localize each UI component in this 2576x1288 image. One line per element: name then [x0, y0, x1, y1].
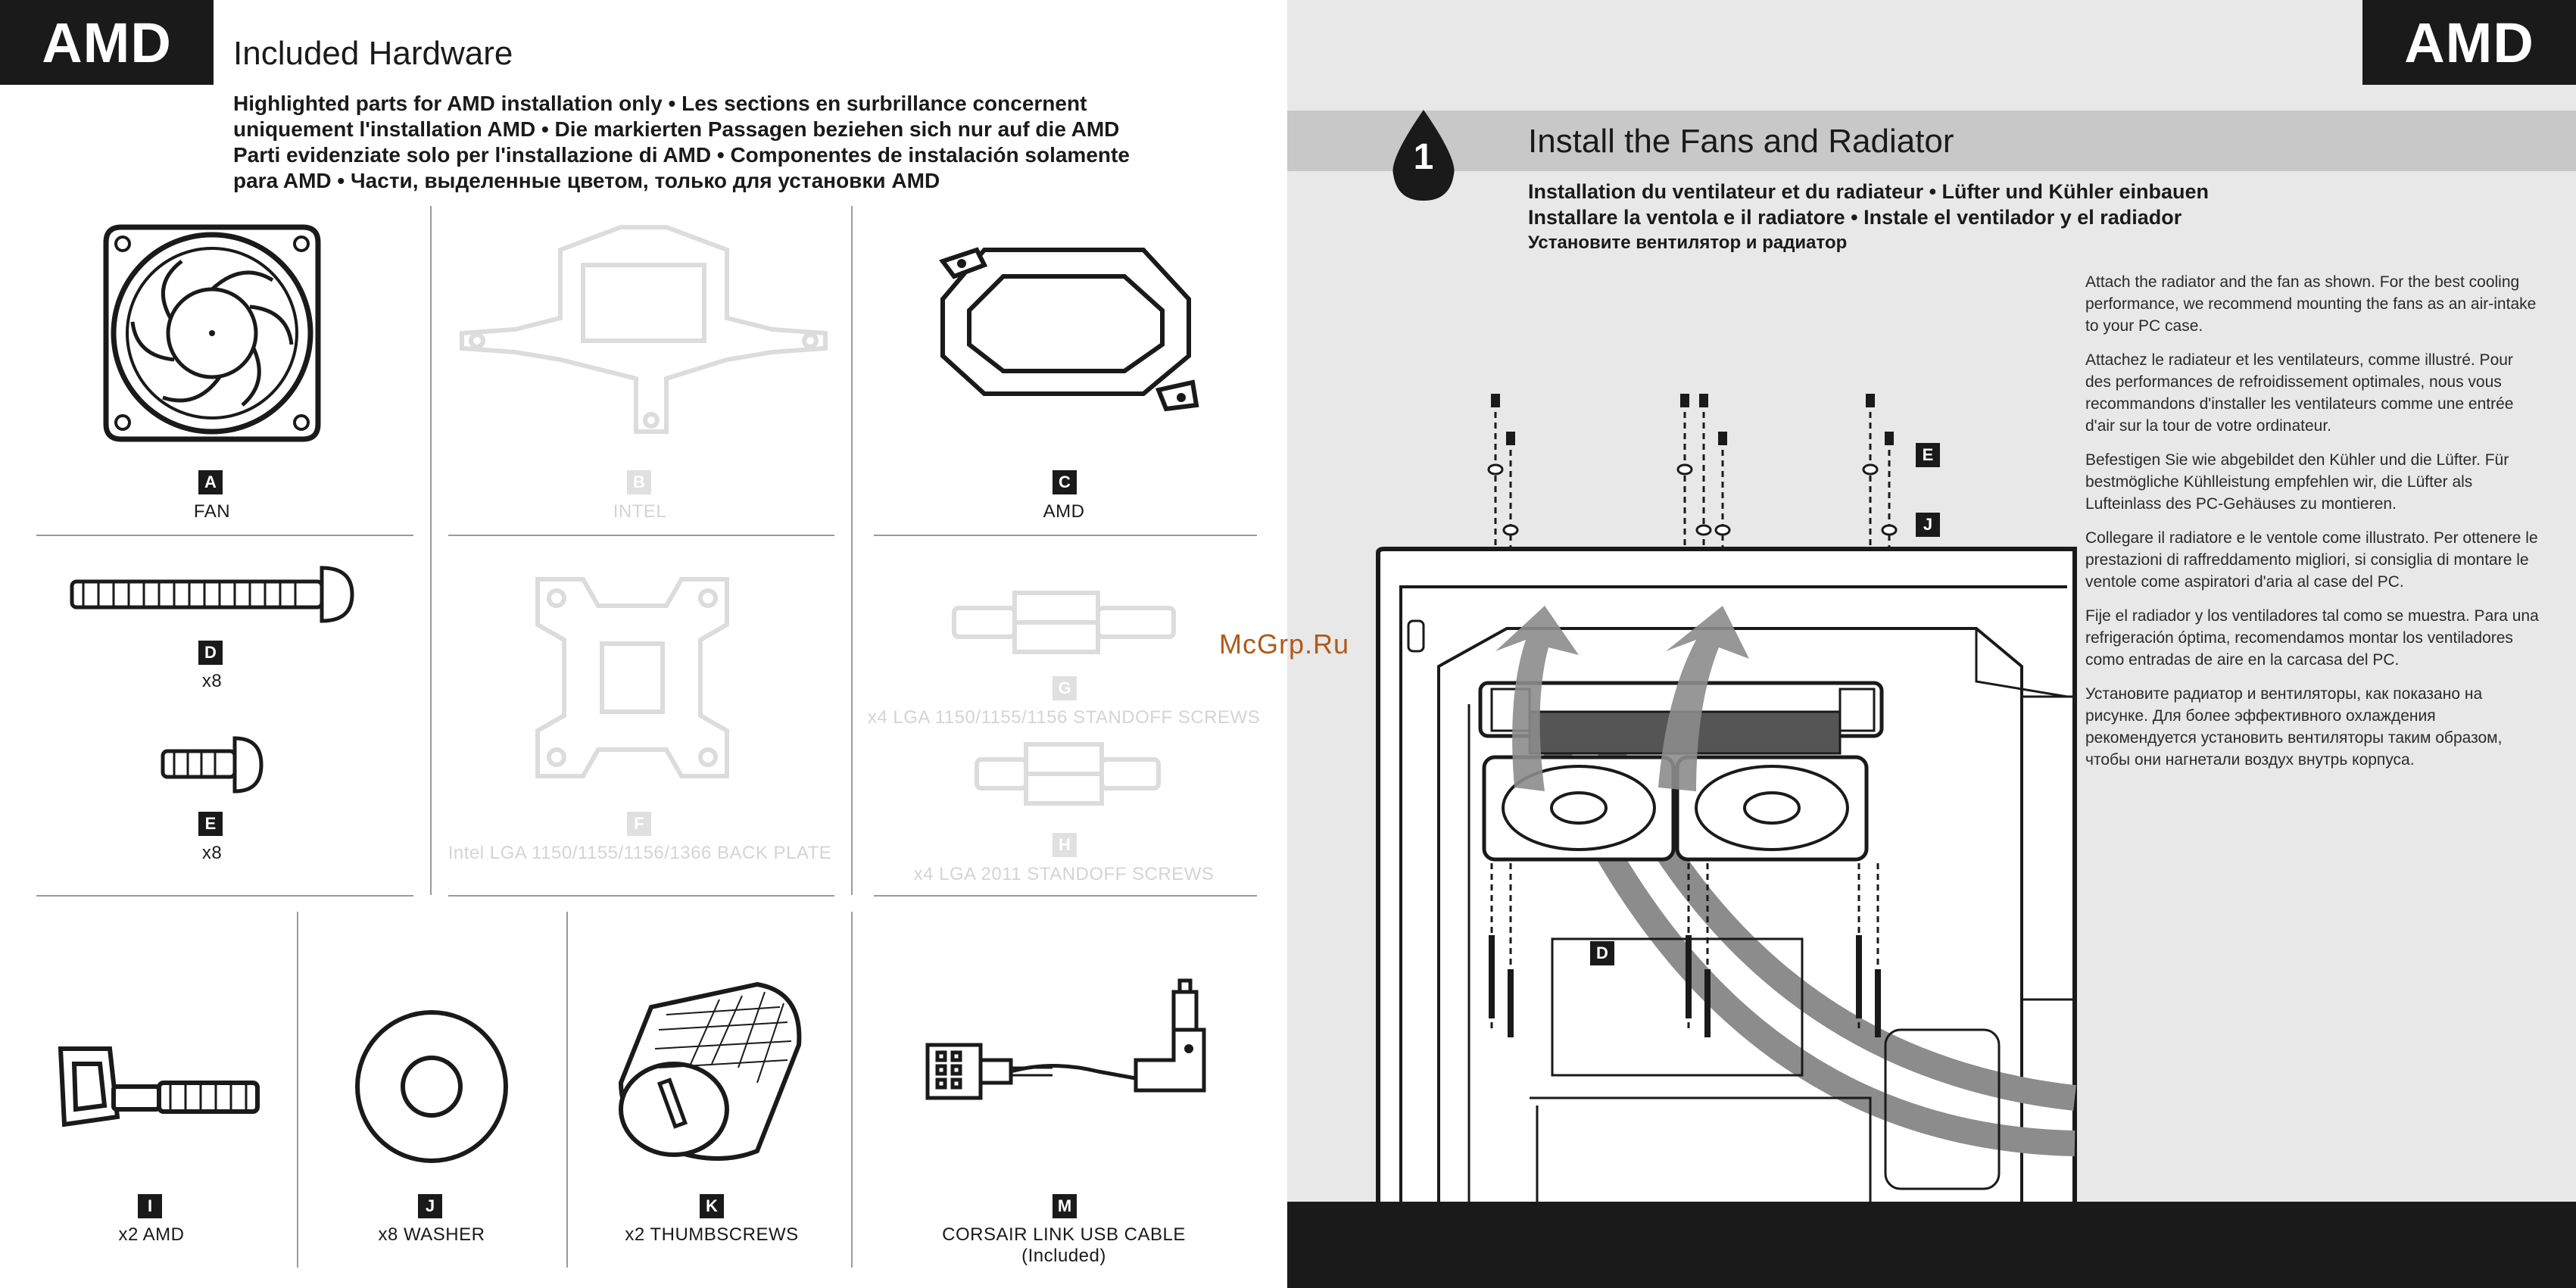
intro-line: uniquement l'installation AMD • Die mark… [233, 117, 1120, 141]
intro-text: Highlighted parts for AMD installation o… [233, 91, 1263, 194]
short-screw-icon [161, 736, 264, 794]
divider [36, 535, 413, 536]
divider [297, 912, 298, 1268]
fan-icon [103, 224, 321, 442]
part-letter-g: G [1053, 676, 1077, 700]
part-label-m: CORSAIR LINK USB CABLE (Included) [871, 1224, 1257, 1267]
instruction-paragraph-es: Fije el radiador y los ventiladores tal … [2085, 607, 2539, 669]
part-label-k: x2 THUMBSCREWS [625, 1224, 799, 1245]
intel-bracket-icon [460, 225, 828, 434]
intro-line: para AMD • Части, выделенные цветом, тол… [233, 169, 940, 192]
instructions: Attach the radiator and the fan as shown… [2085, 271, 2540, 783]
callout-d: D [1590, 941, 1614, 965]
part-label-m-line1: CORSAIR LINK USB CABLE [942, 1224, 1186, 1245]
part-letter-c: C [1053, 470, 1077, 494]
right-page: AMD 1 Install the Fans and Radiator Inst… [1219, 0, 2576, 1288]
intel-back-plate-icon [535, 577, 729, 778]
divider [874, 535, 1257, 536]
intro-line: Highlighted parts for AMD installation o… [233, 92, 1087, 115]
part-label-b: INTEL [613, 501, 667, 522]
divider [851, 206, 853, 895]
usb-cable-icon [925, 978, 1206, 1100]
divider [448, 535, 834, 536]
subtitle-line: Установите вентилятор и радиатор [1528, 232, 1848, 253]
case-illustration [1376, 394, 2077, 1204]
part-letter-e: E [198, 812, 223, 836]
part-letter-i: I [138, 1194, 162, 1218]
intro-line: Parti evidenziate solo per l'installazio… [233, 143, 1130, 167]
instruction-paragraph-en: Attach the radiator and the fan as shown… [2085, 273, 2537, 335]
part-label-a: FAN [193, 501, 231, 522]
standoff-screw-icon [952, 591, 1176, 654]
divider [851, 912, 853, 1268]
long-screw-icon [70, 566, 354, 623]
part-letter-k: K [700, 1194, 724, 1218]
part-label-j: x8 WASHER [378, 1224, 485, 1245]
step-drop-icon [1392, 110, 1455, 201]
page-title: Included Hardware [233, 35, 513, 72]
part-label-d: x8 [201, 671, 223, 691]
instruction-paragraph-de: Befestigen Sie wie abgebildet den Kühler… [2085, 451, 2509, 513]
subtitle-line: Installation du ventilateur et du radiat… [1528, 180, 2210, 203]
part-letter-d: D [198, 641, 223, 665]
callout-j: J [1916, 513, 1940, 537]
divider [874, 895, 1257, 897]
part-label-i: x2 AMD [118, 1224, 185, 1245]
divider [566, 912, 568, 1268]
amd-screw-icon [58, 1046, 260, 1127]
divider [430, 206, 432, 895]
callout-e: E [1916, 443, 1940, 467]
amd-bracket-icon [939, 247, 1199, 412]
standoff-screw-icon [975, 742, 1161, 806]
title-band [1287, 111, 2576, 171]
divider [36, 895, 413, 897]
footer-bar [1287, 1202, 2576, 1288]
step-subtitle: Installation du ventilateur et du radiat… [1528, 179, 2512, 256]
thumbscrew-icon [618, 981, 802, 1161]
part-label-c: AMD [1043, 501, 1085, 522]
watermark: McGrp.Ru [1219, 628, 1350, 660]
divider [448, 895, 834, 897]
part-letter-a: A [198, 470, 223, 494]
part-letter-b: B [627, 470, 651, 494]
part-letter-f: F [627, 812, 651, 836]
washer-icon [355, 1010, 508, 1163]
instruction-paragraph-ru: Установите радиатор и вентиляторы, как п… [2085, 685, 2503, 769]
part-label-e: x8 [201, 843, 223, 863]
step-number: 1 [1413, 137, 1434, 177]
part-letter-m: M [1053, 1194, 1077, 1218]
left-page: AMD Included Hardware Highlighted parts … [0, 0, 1287, 1288]
step-title: Install the Fans and Radiator [1528, 123, 1954, 160]
part-label-f: Intel LGA 1150/1155/1156/1366 BACK PLATE [448, 843, 832, 863]
part-letter-h: H [1053, 833, 1077, 857]
part-label-g: x4 LGA 1150/1155/1156 STANDOFF SCREWS [867, 707, 1261, 728]
part-label-m-line2: (Included) [1021, 1246, 1106, 1266]
amd-logo: AMD [2362, 0, 2576, 85]
instruction-paragraph-it: Collegare il radiatore e le ventole come… [2085, 529, 2538, 591]
amd-logo: AMD [0, 0, 214, 85]
instruction-paragraph-fr: Attachez le radiateur et les ventilateur… [2085, 351, 2514, 435]
subtitle-line: Installare la ventola e il radiatore • I… [1528, 206, 2182, 229]
part-label-h: x4 LGA 2011 STANDOFF SCREWS [913, 864, 1215, 884]
part-letter-j: J [418, 1194, 442, 1218]
